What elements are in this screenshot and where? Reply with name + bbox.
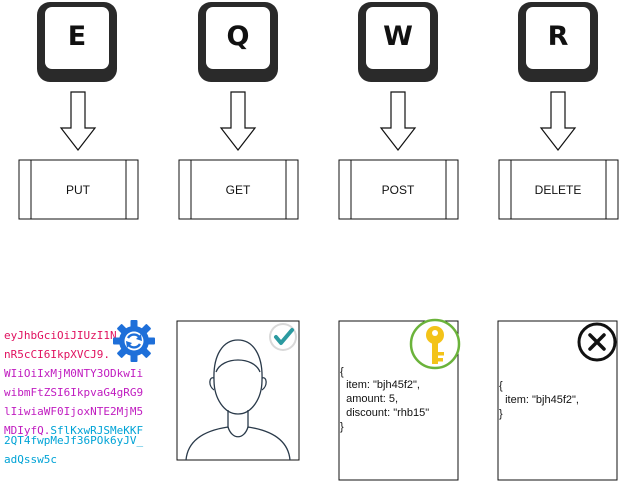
token-segment: lIiwiaWF0IjoxNTE2MjM5 [4,405,143,418]
down-arrow [379,91,417,151]
token-segment: nR5cCI6IkpXVCJ9. [4,348,110,361]
token-segment: adQssw5c [4,453,57,466]
token-segment: WIiOiIxMjM0NTY3ODkwIi [4,367,143,380]
keycap-q[interactable]: Q [198,2,278,82]
method-label: DELETE [535,183,582,197]
json-line: discount: "rhb15" [340,407,429,419]
json-line: } [340,421,344,433]
close-circle-icon [577,322,617,362]
json-line: { [340,366,344,378]
method-box-put[interactable]: PUT [18,159,139,220]
keycap-letter: E [68,21,86,52]
post-body-card: { item: "bjh45f2", amount: 5, discount: … [338,318,461,481]
method-label: PUT [66,183,91,197]
gear-refresh-icon [113,320,155,362]
token-segment: 2QT4fwpMeJf36POk6yJV_ [4,434,143,447]
keycap-letter: R [548,21,569,52]
method-box-post[interactable]: POST [338,159,459,220]
method-box-delete[interactable]: DELETE [498,159,619,220]
keycap-e[interactable]: E [37,2,117,82]
key-r-group: R DELETE [498,2,619,220]
token-line: 2QT4fwpMeJf36POk6yJV_ [4,434,143,447]
key-e-group: E PUT [18,2,139,220]
keycap-w[interactable]: W [358,2,438,82]
key-q-group: Q GET [178,2,299,220]
keycap-r[interactable]: R [518,2,598,82]
json-line: } [499,408,503,420]
user-card [176,320,300,461]
token-segment: MDIyfQ. [4,424,50,437]
jwt-token-block: eyJhbGciOiJIUzI1N nR5cCI6IkpXVCJ9. WIiOi… [4,320,155,466]
method-label: POST [382,183,415,197]
user-avatar-icon [185,339,291,461]
token-line: wibmFtZSI6IkpvaG4gRG9 [4,386,143,399]
keycap-letter: Q [227,21,250,52]
token-segment: wibmFtZSI6IkpvaG4gRG9 [4,386,143,399]
token-line: eyJhbGciOiJIUzI1N [4,329,117,342]
token-line: WIiOiIxMjM0NTY3ODkwIi [4,367,143,380]
keycap-letter: W [383,21,413,52]
token-line: nR5cCI6IkpXVCJ9. [4,348,110,361]
json-line: item: "bjh45f2", [499,394,579,406]
json-line: { [499,380,503,392]
token-segment: eyJhbGciOiJIUzI1N [4,329,117,342]
down-arrow [59,91,97,151]
token-line: lIiwiaWF0IjoxNTE2MjM5 [4,405,143,418]
key-w-group: W POST [338,2,459,220]
method-label: GET [226,183,251,197]
checkmark-icon [269,323,297,351]
json-line: item: "bjh45f2", [340,379,420,391]
token-line: MDIyfQ.SflKxwRJSMeKKF [4,424,143,437]
delete-body-card: { item: "bjh45f2", } [497,320,618,481]
method-box-get[interactable]: GET [178,159,299,220]
token-line: adQssw5c [4,453,57,466]
json-line: amount: 5, [340,393,398,405]
token-segment: SflKxwRJSMeKKF [50,424,143,437]
down-arrow [539,91,577,151]
down-arrow [219,91,257,151]
key-icon [409,318,461,370]
